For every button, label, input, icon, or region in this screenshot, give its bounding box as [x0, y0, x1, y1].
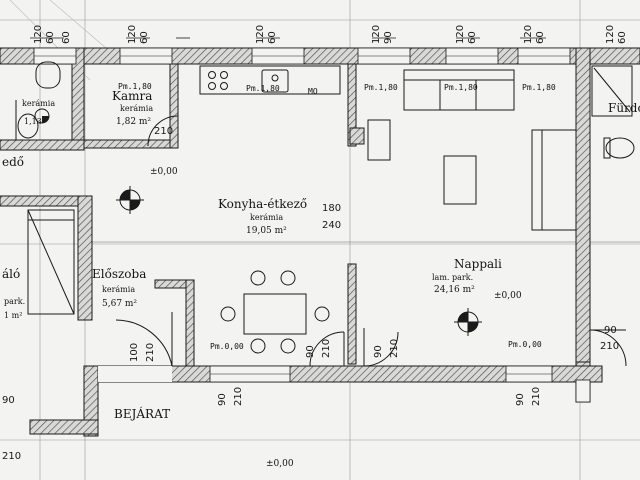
pm-kitchen-sink: Pm.1,80 — [246, 84, 280, 93]
dim-top-6: 120 — [255, 24, 266, 44]
dim-top-7: 60 — [267, 31, 278, 44]
dim-right-210: 210 — [600, 341, 620, 352]
pm-kamra: Pm.1,80 — [118, 82, 152, 91]
dim-counter-180: 180 — [322, 203, 342, 214]
dim-kamra-door: 210 — [154, 126, 174, 137]
doors — [98, 115, 627, 382]
room-eloszoba-floor: kerámia — [102, 285, 136, 294]
dim-top-14: 120 — [605, 24, 616, 44]
room-kamra-floor: kerámia — [120, 104, 154, 113]
entrance-label: BEJÁRAT — [114, 407, 171, 421]
dining-table — [220, 270, 330, 354]
living-furniture — [367, 69, 577, 231]
room-eloszoba-name: Előszoba — [92, 267, 147, 281]
room-nappali-name: Nappali — [454, 257, 502, 271]
dim-eloszoba-90: 90 — [305, 345, 316, 358]
room-konyha-floor: kerámia — [250, 213, 284, 222]
dim-top-12: 120 — [523, 24, 534, 44]
room-left-room-area: 1 m² — [4, 311, 23, 320]
dim-top-2: 60 — [45, 31, 56, 44]
room-konyha-name: Konyha-étkező — [218, 197, 308, 211]
dim-top-10: 120 — [455, 24, 466, 44]
dim-win-90-a: 90 — [217, 393, 228, 406]
bathroom-fixtures — [15, 61, 635, 159]
room-left-upper-area: 1,13 — [24, 117, 42, 126]
dim-bejarat-100: 100 — [129, 342, 140, 362]
dim-top-1: 120 — [33, 24, 44, 44]
dim-top-11: 60 — [467, 31, 478, 44]
room-left-hall-name: edő — [2, 155, 25, 169]
level-outside: ±0,00 — [266, 459, 294, 469]
room-konyha-area: 19,05 m² — [246, 226, 287, 236]
pm-living-1: Pm.1,80 — [364, 83, 398, 92]
level-konyha: ±0,00 — [150, 167, 178, 177]
room-eloszoba-area: 5,67 m² — [102, 299, 138, 309]
stair-shaft — [27, 209, 75, 315]
room-kamra-area: 1,82 m² — [116, 117, 152, 127]
dim-top-3: 60 — [61, 31, 72, 44]
dim-nappali-210: 210 — [389, 338, 400, 358]
dim-top-15: 60 — [617, 31, 628, 44]
room-left-room-name: áló — [2, 267, 21, 281]
chimney — [349, 127, 365, 145]
dim-win-210-b: 210 — [531, 386, 542, 406]
dim-right-90: 90 — [604, 325, 617, 336]
room-nappali-area: 24,16 m² — [434, 285, 475, 295]
room-nappali-floor: lam. park. — [432, 273, 474, 282]
dim-win-210-a: 210 — [233, 386, 244, 406]
room-furdo-name: Fürdő — [608, 101, 640, 115]
dim-top-8: 120 — [371, 24, 382, 44]
dim-top-5: 60 — [139, 31, 150, 44]
room-kamra-name: Kamra — [112, 89, 153, 103]
dim-eloszoba-210: 210 — [321, 338, 332, 358]
dim-nappali-90: 90 — [373, 345, 384, 358]
window-lines — [34, 55, 570, 375]
pm-kitchen-mo: MO — [308, 87, 318, 96]
kitchen-counter — [199, 65, 341, 95]
level-nappali: ±0,00 — [494, 291, 522, 301]
dim-top-4: 120 — [127, 24, 138, 44]
dim-win-90-b: 90 — [515, 393, 526, 406]
dim-left-90: 90 — [2, 395, 15, 406]
room-left-room-floor: park. — [4, 297, 26, 306]
pm-living-3: Pm.1,80 — [522, 83, 556, 92]
pm-living-2: Pm.1,80 — [444, 83, 478, 92]
pm-living-door: Pm.0,00 — [508, 340, 542, 349]
dim-left-210: 210 — [2, 451, 22, 462]
pm-dining: Pm.0,00 — [210, 342, 244, 351]
level-markers — [34, 108, 482, 336]
dim-top-13: 60 — [535, 31, 546, 44]
room-left-upper-floor: kerámia — [22, 99, 56, 108]
dim-top-9: 90 — [383, 31, 394, 44]
dim-counter-240: 240 — [322, 220, 342, 231]
dim-bejarat-210: 210 — [145, 342, 156, 362]
